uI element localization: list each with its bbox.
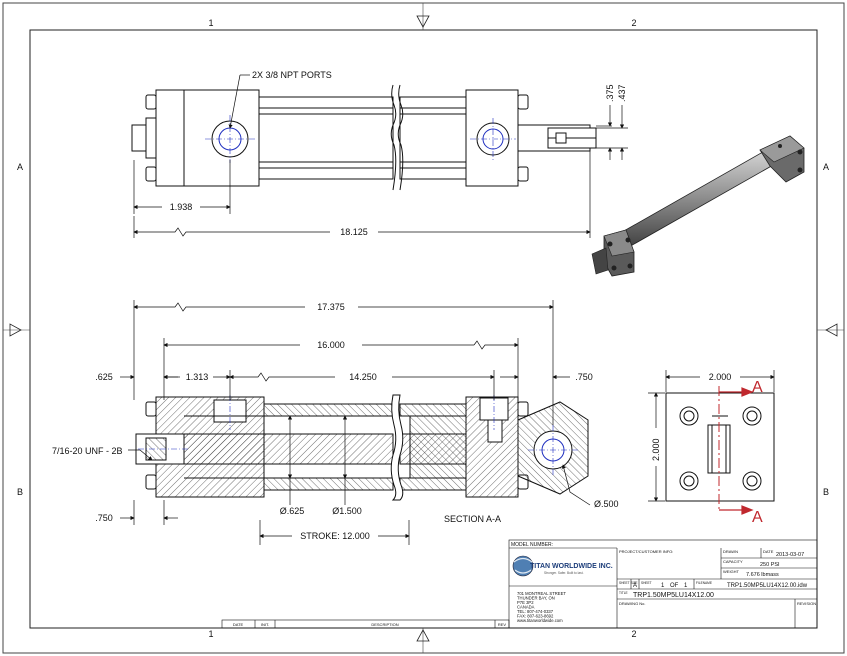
capacity-label: CAPACITY	[723, 559, 743, 564]
zone-row-a-right: A	[823, 162, 829, 172]
sheet-label: SHEET	[641, 581, 652, 585]
dim-17375: 17.375	[317, 302, 345, 312]
sheet-total: 1	[684, 583, 688, 589]
section-arrows	[719, 387, 754, 515]
drawing-no-label: DRAWING No.	[619, 601, 646, 606]
revision-label: REVISION	[797, 601, 816, 606]
date-value: 2013-03-07	[776, 552, 804, 558]
centering-mark-left	[9, 323, 22, 337]
section-break	[390, 394, 404, 501]
isometric-view	[591, 135, 805, 277]
end-view-dimensions	[648, 370, 775, 502]
weight-value: 7.676 lbmass	[746, 572, 779, 578]
section-marker-top: A	[752, 379, 763, 396]
dia-rod: Ø.625	[280, 506, 305, 516]
address-line: P7E 3P2	[517, 600, 534, 605]
top-view-dimensions	[133, 74, 628, 238]
sheet-size-value: A	[633, 583, 637, 589]
stroke-dim: STROKE: 12.000	[300, 531, 370, 541]
section-view	[135, 396, 589, 498]
thread-callout: 7/16-20 UNF - 2B	[52, 446, 123, 456]
section-label: SECTION A-A	[444, 514, 501, 524]
dim-16000: 16.000	[317, 340, 345, 350]
centering-mark-bottom	[416, 629, 430, 642]
weight-label: WEIGHT	[723, 569, 740, 574]
model-number-label: MODEL NUMBER:	[511, 542, 553, 548]
company-name: TITAN WORLDWIDE INC.	[530, 563, 613, 570]
section-marker-bottom: A	[752, 509, 763, 526]
end-view	[665, 392, 775, 502]
top-view	[131, 89, 597, 187]
dim-375: .375	[605, 84, 615, 102]
rear-boss	[131, 124, 147, 152]
dia-pin: Ø.500	[594, 499, 619, 509]
tube-segment-right	[399, 96, 467, 180]
rev-rev-header: REV	[498, 622, 507, 627]
capacity-value: 250 PSI	[760, 562, 780, 568]
top-view-break	[390, 84, 404, 191]
of-label: OF	[670, 583, 679, 589]
company-logo: TITAN WORLDWIDE INC. Stronger. Safer. Bu…	[512, 555, 613, 577]
filename-value: TRP1.50MP5LU14X12.00.idw	[727, 583, 808, 589]
end-dim-height: 2.000	[651, 438, 661, 461]
section-centerlines	[138, 395, 580, 475]
address-line: CANADA	[517, 605, 535, 610]
zone-row-b-left: B	[17, 487, 23, 497]
dim-437: .437	[617, 84, 627, 102]
zone-row-a-left: A	[17, 162, 23, 172]
company-tagline: Stronger. Safer. Built to last.	[544, 571, 584, 575]
dim-625: .625	[95, 372, 113, 382]
dim-750-left: .750	[95, 513, 113, 523]
zone-labels: 1 2 1 2 A A B B	[17, 18, 829, 639]
ports-callout: 2X 3/8 NPT PORTS	[252, 70, 332, 80]
zone-row-b-right: B	[823, 487, 829, 497]
sheet-number: 1	[661, 583, 665, 589]
address-line: FAX: 807-623-8692	[517, 614, 554, 619]
dim-14250: 14.250	[349, 372, 377, 382]
centering-mark-right	[825, 323, 838, 337]
zone-col-1-top: 1	[208, 18, 213, 28]
dim-1938: 1.938	[170, 202, 193, 212]
rev-init-header: INIT.	[261, 622, 269, 627]
address-line: www.titanworldwide.com	[517, 618, 563, 623]
dim-750-right: .750	[575, 372, 593, 382]
rev-date-header: DATE	[233, 622, 244, 627]
dia-bore: Ø1.500	[332, 506, 362, 516]
zone-col-2-bottom: 2	[631, 629, 636, 639]
top-view-ports	[205, 115, 516, 163]
centering-mark-top	[416, 15, 430, 28]
section-dimensions	[120, 300, 591, 545]
dim-18125: 18.125	[340, 227, 368, 237]
dim-1313: 1.313	[186, 372, 209, 382]
filename-label: FILENAME	[696, 581, 712, 585]
sheet-size-label: SHEET SIZE	[619, 581, 638, 585]
zone-col-1-bottom: 1	[208, 629, 213, 639]
date-label: DATE	[763, 549, 774, 554]
title-label: TITLE	[619, 591, 628, 595]
address-line: TEL: 807-474-0337	[517, 609, 554, 614]
company-address: 701 MONTREAL STREET THUNDER BAY, ON P7E …	[517, 591, 566, 623]
project-label: PROJECT/CUSTOMER INFO:	[619, 549, 673, 554]
address-line: THUNDER BAY, ON	[517, 596, 555, 601]
drawn-label: DRAWN	[723, 549, 738, 554]
address-line: 701 MONTREAL STREET	[517, 591, 566, 596]
zone-col-2-top: 2	[631, 18, 636, 28]
rev-description-header: DESCRIPTION	[371, 622, 398, 627]
drawing-title: TRP1.50MP5LU14X12.00	[633, 592, 714, 599]
end-dim-width: 2.000	[709, 372, 732, 382]
title-block	[508, 539, 818, 629]
